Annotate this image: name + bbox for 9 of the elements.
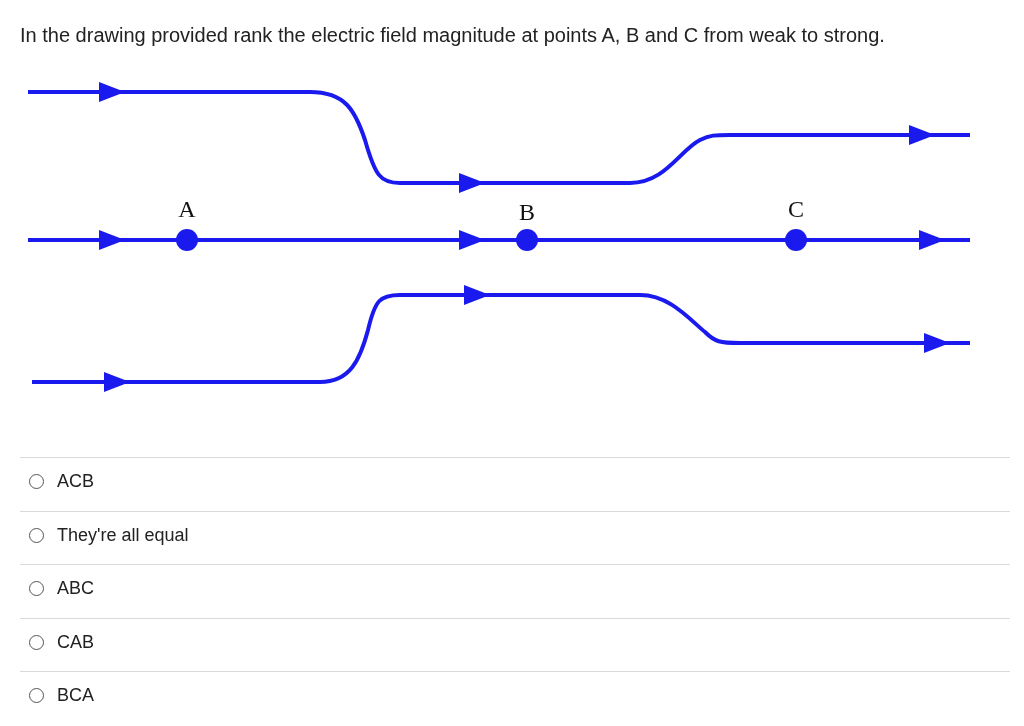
point-label: C: [787, 196, 805, 222]
answer-option: ABC: [57, 577, 94, 599]
point-label: B: [518, 199, 536, 225]
answer-option: BCA: [57, 684, 94, 706]
question-text: In the drawing provided rank the electric field magnitude at points A, B and C from weak to strong.: [20, 24, 885, 47]
point-label: A: [177, 196, 197, 222]
answer-option: CAB: [57, 630, 94, 653]
answer-option: They're all equal: [57, 523, 189, 546]
answer-option: ACB: [57, 470, 94, 492]
